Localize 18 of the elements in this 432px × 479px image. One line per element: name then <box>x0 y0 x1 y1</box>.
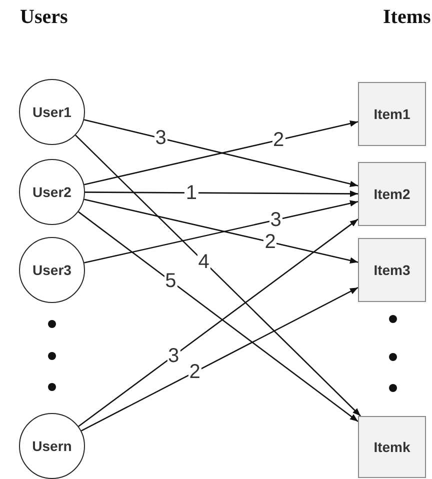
item-box <box>358 416 426 478</box>
item-box <box>358 238 426 302</box>
node-label: Itemk <box>374 439 410 455</box>
column-heading: Items <box>383 6 431 29</box>
node-label: User3 <box>32 262 72 278</box>
arrow <box>85 190 358 197</box>
node-label: User2 <box>32 184 72 200</box>
node-label: User1 <box>32 104 72 120</box>
arrow <box>75 134 361 416</box>
node-label: Item3 <box>374 262 410 278</box>
column-heading: Users <box>20 6 68 29</box>
item-box <box>358 162 426 226</box>
edge-label: 4 <box>197 252 210 272</box>
item-box <box>358 82 426 146</box>
node-label: Item2 <box>374 186 410 202</box>
arrow <box>81 287 358 432</box>
node-label: Item1 <box>374 106 410 122</box>
node-label: Usern <box>32 438 72 454</box>
